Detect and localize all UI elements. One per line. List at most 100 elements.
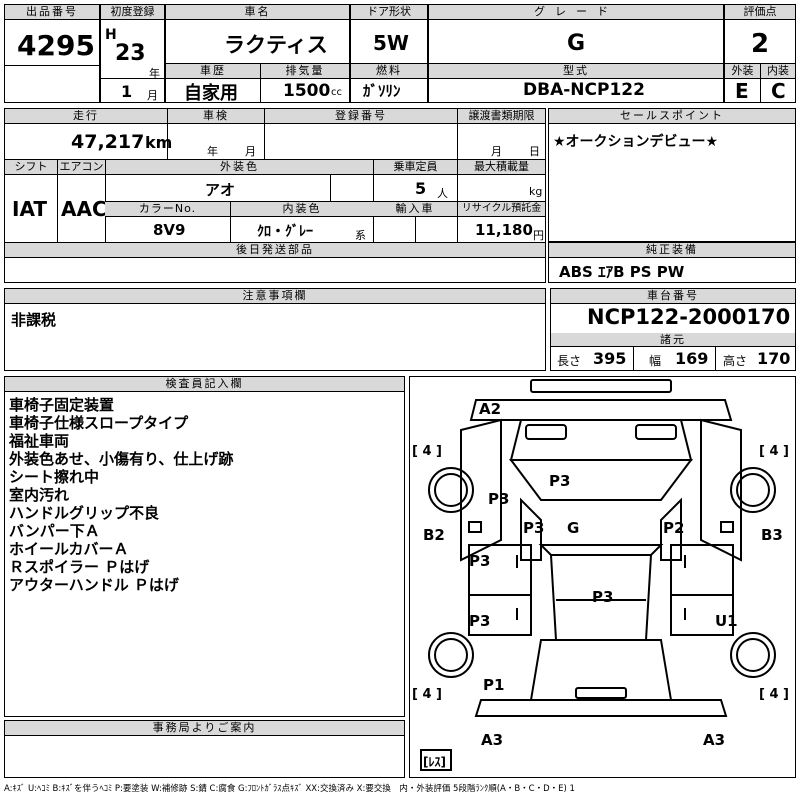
- kg-unit: kg: [529, 185, 543, 198]
- width-label: 幅: [649, 354, 662, 368]
- car-name-label: 車名: [166, 5, 349, 20]
- lot-number-label: 出品番号: [5, 5, 99, 20]
- score: 2: [751, 29, 770, 59]
- aircon: AAC: [61, 197, 107, 221]
- inspector-line: 室内汚れ: [9, 486, 70, 504]
- month-unit: 月: [147, 89, 158, 102]
- interior-color: ｸﾛ・ｸﾞﾚｰ: [257, 224, 313, 240]
- length: 395: [593, 349, 627, 368]
- interior-label: 内装: [760, 64, 795, 79]
- history: 自家用: [184, 83, 238, 104]
- inspector-line: ハンドルグリップ不良: [9, 504, 160, 522]
- inspection-label: 車検: [167, 109, 264, 124]
- chassis-number: NCP122-2000170: [587, 305, 791, 329]
- tire-rear-left: [ 4 ]: [412, 687, 442, 702]
- office-label: 事務局よりご案内: [5, 721, 404, 736]
- max-load-label: 最大積載量: [457, 160, 545, 175]
- grade-label: グレード: [429, 5, 723, 20]
- door-type: 5W: [373, 31, 409, 55]
- mark-p3-hood: P3: [549, 472, 570, 490]
- notes-label: 注意事項欄: [5, 289, 545, 304]
- capacity: 5: [415, 179, 427, 198]
- series-unit: 系: [355, 229, 366, 242]
- mark-p3-left-pillar: P3: [523, 519, 544, 537]
- inspector-line: 車椅子固定装置: [9, 396, 115, 414]
- legend: A:ｷｽﾞ U:ﾍｺﾐ B:ｷｽﾞを伴うﾍｺﾐ P:要塗装 W:補修跡 S:錆 …: [4, 784, 575, 794]
- recycle-label: リサイクル預託金: [457, 202, 545, 217]
- aircon-label: エアコン: [57, 160, 105, 175]
- car-name: ラクティス: [224, 33, 328, 57]
- mark-p3-left-door: P3: [469, 552, 490, 570]
- inspector-line: ホイールカバーＡ: [9, 540, 129, 558]
- grade-box: グレード G: [428, 4, 724, 64]
- door-box: ドア形状 5W: [350, 4, 428, 64]
- inspector-line: 福祉車両: [9, 432, 70, 450]
- height: 170: [757, 349, 791, 368]
- displacement-label: 排気量: [261, 64, 349, 79]
- history-box: 車歴 自家用: [165, 63, 261, 104]
- mark-g: G: [567, 519, 579, 537]
- spec-label: 諸元: [551, 333, 795, 347]
- model-box: 型式 DBA-NCP122: [428, 63, 724, 103]
- mark-a2: A2: [479, 400, 501, 418]
- damage-diagram-box: A2 B2 B3 P3 P3 P3 G P2 P3 P3 P3 U1 P1 A3…: [409, 376, 796, 778]
- chassis-box: 車台番号 NCP122-2000170 諸元 長さ 395 幅 169 高さ 1…: [550, 288, 796, 371]
- fuel-label: 燃料: [351, 64, 427, 79]
- km-unit: km: [145, 133, 173, 152]
- fuel: ｶﾞｿﾘﾝ: [363, 82, 401, 100]
- ext-int-box: 外装 内装 E C: [724, 63, 796, 103]
- door-label: ドア形状: [351, 5, 427, 20]
- mark-p2: P2: [663, 519, 684, 537]
- chassis-label: 車台番号: [551, 289, 795, 304]
- first-registration-box: 初度登録 H 23 年 1 月: [100, 4, 165, 103]
- fuel-box: 燃料 ｶﾞｿﾘﾝ: [350, 63, 428, 103]
- car-name-box: 車名 ラクティス: [165, 4, 350, 64]
- recycle-fee: 11,180: [475, 221, 533, 239]
- mark-b2: B2: [423, 526, 445, 544]
- height-label: 高さ: [723, 354, 748, 368]
- inspector-line: アウターハンドル Ｐはげ: [9, 576, 179, 594]
- cc-unit: cc: [331, 87, 342, 98]
- import-label: 輸入車: [373, 202, 457, 217]
- inspector-line: バンパー下Ａ: [9, 522, 100, 540]
- grade: G: [567, 31, 586, 56]
- mark-p3-left-front: P3: [488, 490, 509, 508]
- tire-rear-right: [ 4 ]: [759, 687, 789, 702]
- inspector-line: 車椅子仕様スロープタイプ: [9, 414, 189, 432]
- inspector-box: 検査員記入欄 車椅子固定装置 車椅子仕様スロープタイプ 福祉車両 外装色あせ、小…: [4, 376, 405, 717]
- inspector-line: 外装色あせ、小傷有り、仕上げ跡: [9, 450, 234, 468]
- model-label: 型式: [429, 64, 723, 79]
- mark-a3-right: A3: [703, 731, 725, 749]
- person-unit: 人: [437, 187, 448, 200]
- equipment-text: ABS ｴｱB PS PW: [559, 263, 685, 281]
- car-diagram: A2 B2 B3 P3 P3 P3 G P2 P3 P3 P3 U1 P1 A3…: [412, 379, 789, 771]
- registration-year: 23: [115, 41, 146, 66]
- mark-b3: B3: [761, 526, 783, 544]
- inspection-year-unit: 年: [207, 145, 218, 158]
- lot-number-box: 出品番号 4295: [4, 4, 100, 103]
- mileage-label: 走行: [5, 109, 167, 124]
- spare-tire: [ﾚｽ]: [423, 755, 446, 769]
- color-number: 8V9: [153, 221, 186, 239]
- interior-grade: C: [771, 79, 786, 103]
- mark-p3-roof: P3: [592, 588, 613, 606]
- inspection-month-unit: 月: [245, 145, 256, 158]
- year-unit: 年: [149, 67, 160, 80]
- exterior-grade: E: [735, 79, 749, 103]
- registration-month: 1: [121, 82, 133, 101]
- shift: IAT: [12, 197, 48, 221]
- history-label: 車歴: [166, 64, 260, 79]
- lot-number: 4295: [17, 29, 95, 62]
- sales-point-label: セールスポイント: [549, 109, 795, 124]
- interior-color-label: 内装色: [230, 202, 373, 217]
- mark-a3-left: A3: [481, 731, 503, 749]
- score-label: 評価点: [725, 5, 795, 20]
- tire-front-right: [ 4 ]: [759, 444, 789, 459]
- transfer-deadline-label: 譲渡書類期限: [457, 109, 545, 124]
- mark-u1: U1: [715, 612, 738, 630]
- notes-text: 非課税: [11, 311, 57, 329]
- notes-box: 注意事項欄 非課税: [4, 288, 546, 371]
- displacement: 1500: [283, 81, 331, 101]
- color-no-label: カラーNo.: [105, 202, 230, 217]
- reg-number-label: 登録番号: [264, 109, 457, 124]
